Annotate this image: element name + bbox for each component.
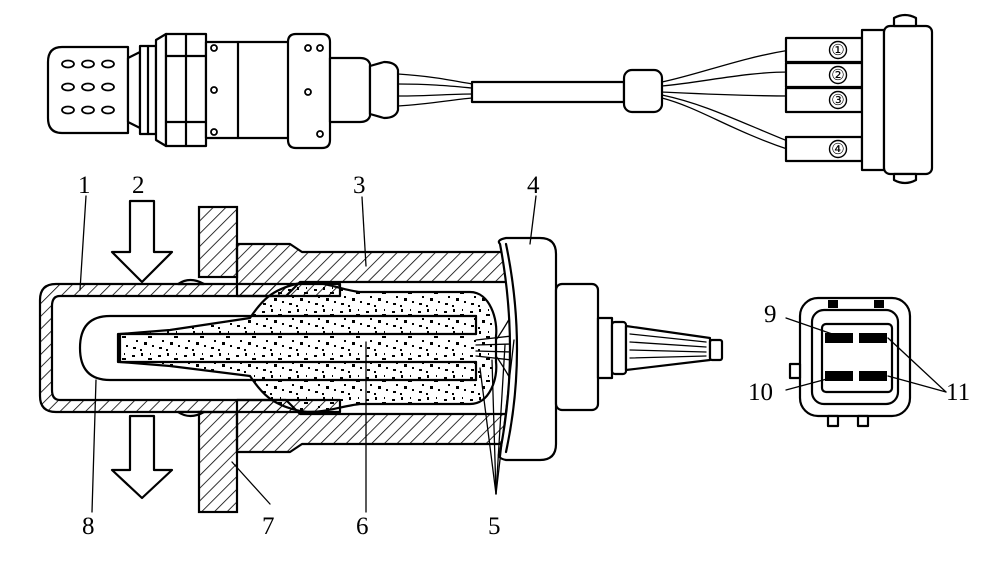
callout-2: 2 [132,172,145,199]
callout-1: 1 [78,172,91,199]
terminal-11b [859,371,887,381]
heater-rod [116,332,478,364]
leader-lines [79,195,947,513]
callout-6: 6 [356,513,369,540]
porous-filler [118,281,498,413]
protective-collar [497,236,558,462]
arrow-down-outgoing [110,414,174,500]
connector-face-view [788,296,912,428]
pin-4-label: ④ [831,142,844,158]
terminal-11a [859,333,887,343]
callout-3: 3 [353,172,366,199]
callout-8: 8 [82,513,95,540]
callout-4: 4 [527,172,540,199]
callout-labels: 1 2 3 4 5 6 7 8 9 10 11 [78,172,970,540]
terminal-9 [825,333,853,343]
terminal-10 [825,371,853,381]
pin-2-label: ② [831,68,844,84]
exhaust-pipe-wall-lower [197,410,239,514]
callout-10: 10 [748,379,773,406]
exhaust-pipe-wall-upper [197,205,239,279]
inner-electrode-tube [78,314,478,382]
sensor-element-shell [38,282,342,414]
connector-pin-labels: ① ② ③ ④ [828,40,848,159]
callout-5: 5 [488,513,501,540]
exhaust-flow-arrows [110,199,174,500]
sensor-cross-section [38,205,724,514]
arrow-down-incoming [110,199,174,284]
pin-1-label: ① [831,43,844,59]
callout-9: 9 [764,301,777,328]
pin-3-label: ③ [831,93,844,109]
sensor-external-view [46,13,934,185]
callout-7: 7 [262,513,275,540]
callout-11: 11 [946,379,970,406]
